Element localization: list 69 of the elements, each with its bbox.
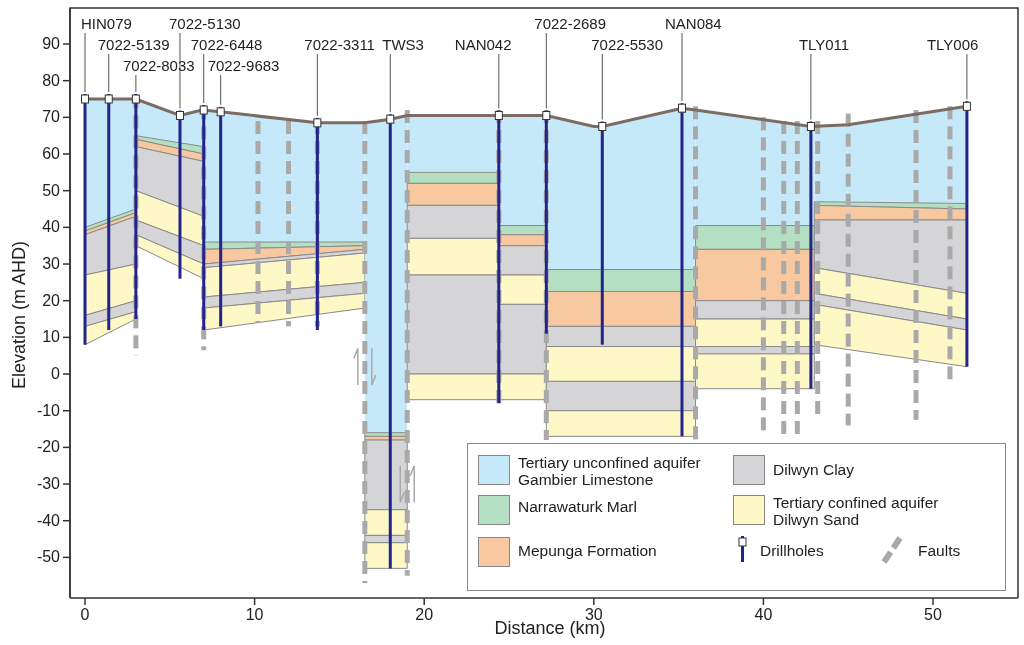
legend-label: Faults: [918, 542, 961, 560]
legend-label: Dilwyn Clay: [773, 461, 854, 479]
drillhole-label: TLY006: [926, 37, 979, 54]
leader-line: [108, 53, 110, 93]
drillhole-label: 7022-5139: [97, 37, 170, 54]
leader-line: [179, 32, 181, 109]
leader-line: [220, 74, 222, 106]
drillhole-marker: [313, 117, 322, 331]
leader-line: [203, 53, 205, 104]
drillhole-label: 7022-3311: [304, 37, 375, 54]
legend-label: Tertiary confined aquifer Dilwyn Sand: [773, 494, 940, 529]
legend-label: Tertiary unconfined aquifer Gambier Limestone: [518, 454, 702, 489]
axis-tick-label: -10: [36, 401, 60, 420]
axis-tick-label: 20: [415, 606, 434, 624]
axis-tick-label: 50: [924, 606, 942, 624]
axis-title: Elevation (m AHD): [10, 241, 30, 389]
axis-tick-label: 30: [42, 255, 60, 273]
drillhole-marker: [678, 103, 686, 437]
drillhole-marker: [386, 114, 395, 569]
drillhole-label: 7022-2689: [534, 16, 607, 33]
axis-tick-label: 70: [42, 108, 60, 126]
drillhole-label: 7022-8033: [122, 58, 195, 75]
axis-tick-label: 80: [42, 71, 60, 90]
axis-tick-label: -40: [36, 511, 60, 530]
drillhole-marker: [598, 121, 607, 345]
leader-line: [316, 53, 318, 117]
axis-tick-label: 40: [754, 606, 773, 624]
axis-tick-label: 0: [80, 606, 90, 624]
legend-label: Drillholes: [760, 542, 824, 560]
drillhole-label: NAN042: [454, 37, 512, 54]
axis-tick-label: 40: [42, 218, 60, 236]
drillhole-marker: [104, 94, 113, 331]
leader-line: [498, 53, 500, 109]
leader-line: [545, 32, 547, 109]
axis-tick-label: 90: [42, 35, 60, 53]
leader-line: [389, 53, 391, 113]
drillhole-marker: [216, 106, 225, 327]
axis-tick-label: 0: [51, 365, 60, 383]
drillhole-marker: [962, 101, 971, 367]
drillhole-marker: [131, 94, 140, 319]
drillhole-marker: [176, 110, 184, 279]
axis-tick-label: 60: [42, 145, 60, 163]
axis-tick-label: -50: [36, 548, 60, 566]
drillhole-label: 7022-6448: [190, 37, 263, 54]
legend-label: Narrawaturk Marl: [518, 498, 637, 516]
drillhole-label: HIN079: [81, 16, 132, 33]
drillhole-label: 7022-5530: [591, 37, 663, 54]
drillhole-label: TWS3: [382, 37, 424, 54]
drillhole-label: 7022-5130: [168, 16, 241, 33]
drillhole-marker: [81, 94, 89, 345]
leader-line: [681, 32, 683, 102]
axis-tick-label: 50: [42, 181, 60, 200]
axis-tick-label: 10: [42, 328, 60, 346]
axis-tick-label: 20: [42, 291, 60, 310]
leader-line: [810, 53, 812, 120]
legend-label: Mepunga Formation: [518, 542, 657, 560]
leader-line: [135, 74, 137, 93]
axis-tick-label: -20: [36, 438, 60, 456]
leader-line: [84, 32, 86, 93]
drillhole-marker: [806, 121, 815, 389]
drillhole-label: NAN084: [665, 16, 722, 33]
leader-line: [601, 53, 603, 120]
axis-tick-label: -30: [36, 475, 60, 493]
drillhole-marker: [199, 105, 208, 331]
leader-line: [966, 53, 968, 100]
drillhole-marker: [542, 110, 551, 334]
drillhole-label: TLY011: [798, 37, 850, 54]
drillhole-label: 7022-9683: [207, 58, 280, 75]
axis-tick-label: 10: [245, 606, 264, 624]
